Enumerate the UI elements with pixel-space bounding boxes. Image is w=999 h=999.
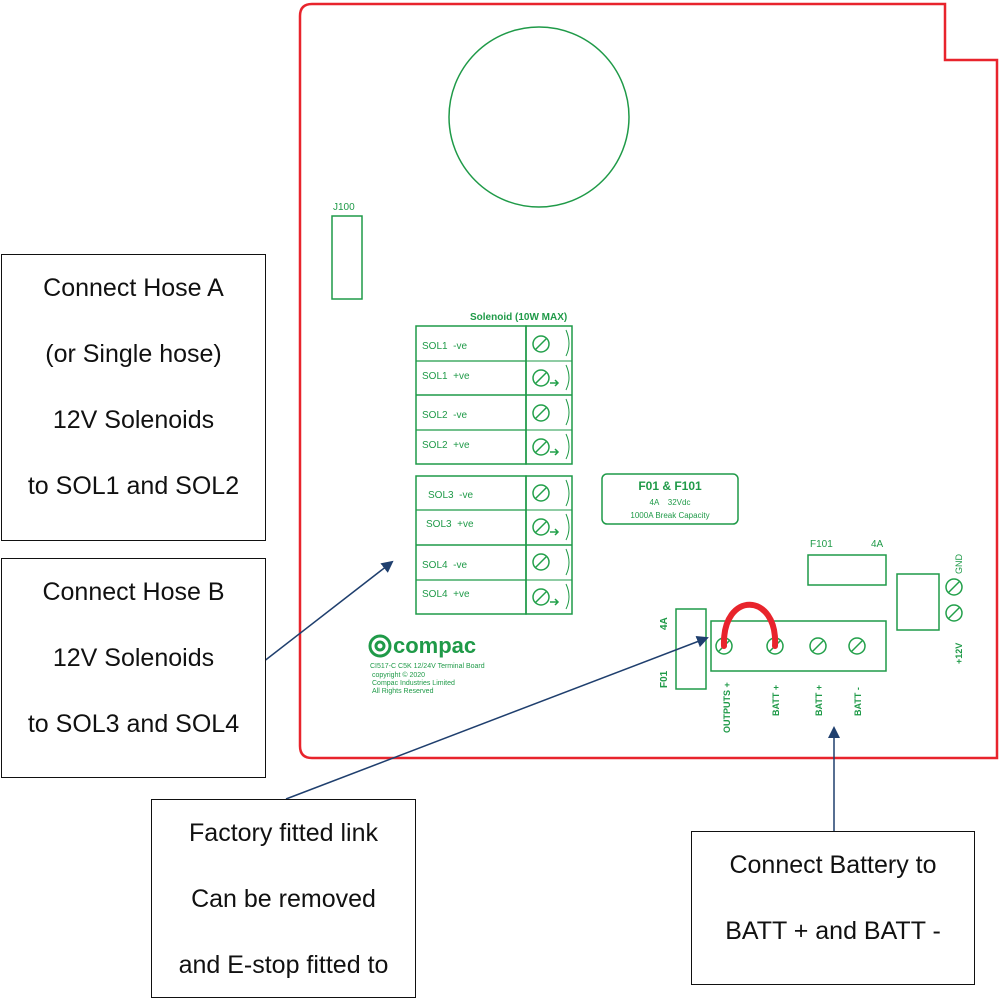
- callout-text: and E-stop fitted to: [178, 951, 389, 979]
- callout-text: Connect Hose B: [42, 578, 225, 606]
- board-info-line: copyright © 2020: [372, 671, 425, 679]
- power-terminal-label: BATT +: [771, 685, 781, 716]
- arrow-hose-b: [262, 560, 394, 663]
- screw-terminals-power: [715, 637, 866, 655]
- callout-text: Connect Hose A: [43, 274, 224, 302]
- callout-hose-a: Connect Hose A (or Single hose) 12V Sole…: [1, 254, 266, 541]
- power-terminal-label: BATT +: [814, 685, 824, 716]
- sol-label: SOL4 -ve: [422, 560, 467, 571]
- fuse-info-title: F01 & F101: [638, 479, 702, 493]
- sol-label: SOL2 +ve: [422, 440, 470, 451]
- sol-label: SOL1 +ve: [422, 371, 470, 382]
- j100-label: J100: [333, 202, 355, 213]
- callout-text: Factory fitted link: [189, 819, 378, 847]
- screw-terminals-solenoid: [532, 335, 560, 606]
- fuse-info-capacity: 1000A Break Capacity: [630, 511, 709, 520]
- mounting-circle: [448, 26, 630, 208]
- callout-text: to SOL3 and SOL4: [27, 710, 240, 738]
- sol-label: SOL4 +ve: [422, 589, 470, 600]
- power-terminal-block: [710, 620, 887, 672]
- v12-label: +12V: [954, 643, 964, 664]
- f101-rating: 4A: [871, 539, 884, 550]
- sol-label: SOL2 -ve: [422, 410, 467, 421]
- j100-connector: [331, 215, 363, 300]
- callout-text: Connect Battery to: [729, 851, 937, 879]
- callout-text: 12V Solenoids: [52, 644, 215, 672]
- solenoid-block-upper: [415, 325, 573, 465]
- callout-factory-link: Factory fitted link Can be removed and E…: [151, 799, 416, 998]
- factory-link-wire: [720, 601, 779, 649]
- f01-label: F01: [659, 670, 670, 688]
- callout-hose-b: Connect Hose B 12V Solenoids to SOL3 and…: [1, 558, 266, 778]
- callout-text: Can be removed: [191, 885, 376, 913]
- callout-text: 12V Solenoids: [52, 406, 215, 434]
- board-info-line: All Rights Reserved: [372, 688, 434, 695]
- sol-label: SOL1 -ve: [422, 341, 467, 352]
- board-info-line: CI517-C C5K 12/24V Terminal Board: [370, 663, 485, 670]
- compac-logo-text: compac: [393, 633, 476, 658]
- solenoid-header: Solenoid (10W MAX): [470, 312, 567, 323]
- callout-battery: Connect Battery to BATT + and BATT -: [691, 831, 975, 985]
- f01-rating: 4A: [659, 617, 670, 630]
- callout-text: (or Single hose): [45, 340, 222, 368]
- f01-fuse: [675, 608, 707, 690]
- gnd-12v-connector: [896, 573, 940, 631]
- f101-label: F101: [810, 539, 833, 550]
- screw-terminals-12v: [945, 578, 963, 622]
- fuse-info-rating: 4A 32Vdc: [650, 498, 691, 507]
- arrow-factory-link: [285, 635, 709, 800]
- board-outline: [298, 2, 999, 760]
- sol-label: SOL3 +ve: [426, 519, 474, 530]
- gnd-label: GND: [954, 554, 964, 575]
- callout-text: to SOL1 and SOL2: [27, 472, 240, 500]
- solenoid-block-lower: [415, 475, 573, 615]
- fuse-info-box: [601, 473, 739, 525]
- f101-fuse: [807, 554, 887, 586]
- callout-text: BATT + and BATT -: [725, 917, 941, 945]
- power-terminal-label: BATT -: [853, 687, 863, 716]
- power-terminal-label: OUTPUTS +: [722, 682, 732, 733]
- compac-logo-icon: [368, 634, 392, 658]
- board-info-line: Compac Industries Limited: [372, 680, 455, 687]
- sol-label: SOL3 -ve: [428, 490, 473, 501]
